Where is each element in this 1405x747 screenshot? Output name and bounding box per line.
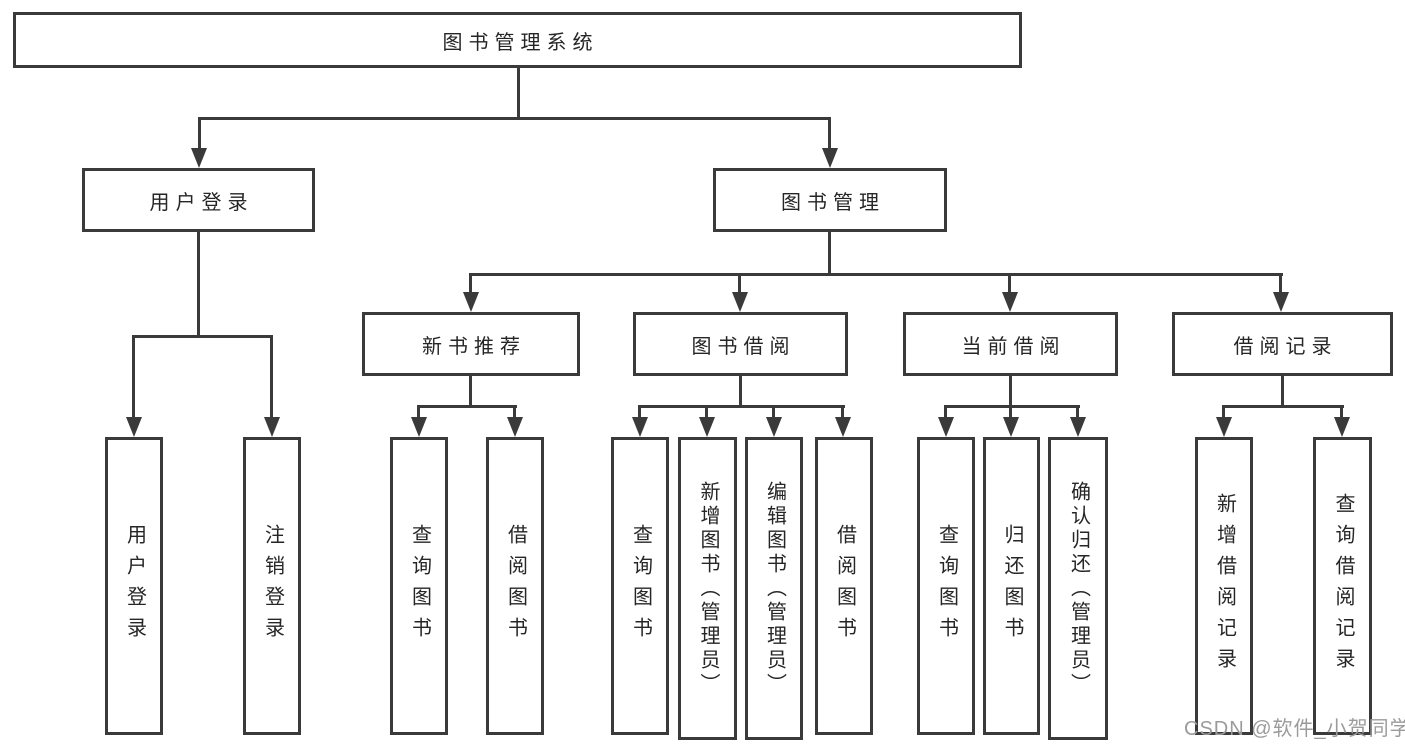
arrow-down-icon (126, 417, 142, 437)
arrow-down-icon (732, 292, 748, 312)
connector-leaf-shaft (638, 405, 641, 421)
node-root: 图书管理系统 (13, 12, 1022, 68)
arrow-down-icon (264, 417, 280, 437)
connector-leaf-shaft (417, 405, 420, 421)
node-book-management: 图书管理 (713, 168, 947, 232)
node-new-book-recommend: 新书推荐 (362, 312, 580, 376)
leaf-borrow-books: 借阅图书 (815, 437, 873, 735)
arrow-down-icon (1003, 417, 1019, 437)
arrow-down-icon (699, 417, 715, 437)
leaf-user-login: 用户登录 (105, 437, 163, 735)
arrow-down-icon (191, 148, 207, 168)
connector-mgmt-stem (828, 232, 831, 276)
leaf-query-borrow-record: 查询借阅记录 (1313, 437, 1372, 735)
connector-leaf-shaft (1076, 405, 1079, 421)
connector-book-borrow-stem (739, 376, 742, 408)
connector-root-stem (517, 65, 520, 119)
node-book-borrow: 图书借阅 (633, 312, 848, 376)
connector-group-shaft (1279, 273, 1282, 295)
csdn-watermark: CSDN @软件_小贺同学 (1184, 718, 1405, 740)
connector-leaf-shaft (132, 335, 135, 420)
connector-leaf-shaft (513, 405, 516, 421)
connector-leaf-shaft (705, 405, 708, 421)
connector-leaf-shaft (772, 405, 775, 421)
arrow-down-icon (1070, 417, 1086, 437)
connector-records-stem (1281, 376, 1284, 408)
arrow-down-icon (766, 417, 782, 437)
connector-user-bar (132, 335, 273, 338)
arrow-down-icon (1216, 417, 1232, 437)
node-borrow-records: 借阅记录 (1172, 312, 1393, 376)
connector-new-books-bar (417, 405, 517, 408)
arrow-down-icon (411, 417, 427, 437)
leaf-query-books-current: 查询图书 (917, 437, 975, 735)
arrow-down-icon (507, 417, 523, 437)
connector-leaf-shaft (270, 335, 273, 420)
connector-leaf-shaft (944, 405, 947, 421)
leaf-logout: 注销登录 (243, 437, 301, 735)
connector-user-stem (197, 232, 200, 338)
arrow-down-icon (1334, 417, 1350, 437)
arrow-down-icon (1273, 292, 1289, 312)
leaf-add-borrow-record: 新增借阅记录 (1195, 437, 1253, 735)
arrow-down-icon (463, 292, 479, 312)
connector-leaf-shaft (841, 405, 844, 421)
node-user-login: 用户登录 (82, 168, 315, 232)
leaf-borrow-books-recommend: 借阅图书 (486, 437, 544, 735)
arrow-down-icon (822, 148, 838, 168)
leaf-confirm-return-admin: 确认归还（管理员） (1048, 437, 1108, 740)
arrow-down-icon (1002, 292, 1018, 312)
node-current-borrow: 当前借阅 (903, 312, 1118, 376)
connector-new-books-stem (469, 376, 472, 408)
leaf-query-books-recommend: 查询图书 (390, 437, 448, 735)
leaf-query-books-borrow: 查询图书 (611, 437, 669, 735)
arrow-down-icon (632, 417, 648, 437)
connector-level3-bar (469, 273, 1283, 276)
arrow-down-icon (938, 417, 954, 437)
connector-group-shaft (738, 273, 741, 295)
connector-user-login-shaft (198, 117, 201, 151)
connector-leaf-shaft (1340, 405, 1343, 421)
connector-group-shaft (1008, 273, 1011, 295)
connector-level2-bar (198, 117, 831, 120)
leaf-add-book-admin: 新增图书（管理员） (678, 437, 737, 740)
connector-records-bar (1222, 405, 1344, 408)
connector-group-shaft (469, 273, 472, 295)
connector-current-borrow-bar (944, 405, 1080, 408)
arrow-down-icon (835, 417, 851, 437)
connector-leaf-shaft (1009, 405, 1012, 421)
connector-current-borrow-stem (1009, 376, 1012, 408)
connector-book-borrow-bar (638, 405, 845, 408)
connector-book-mgmt-shaft (828, 117, 831, 151)
leaf-edit-book-admin: 编辑图书（管理员） (745, 437, 803, 740)
connector-leaf-shaft (1222, 405, 1225, 421)
leaf-return-book: 归还图书 (983, 437, 1040, 735)
